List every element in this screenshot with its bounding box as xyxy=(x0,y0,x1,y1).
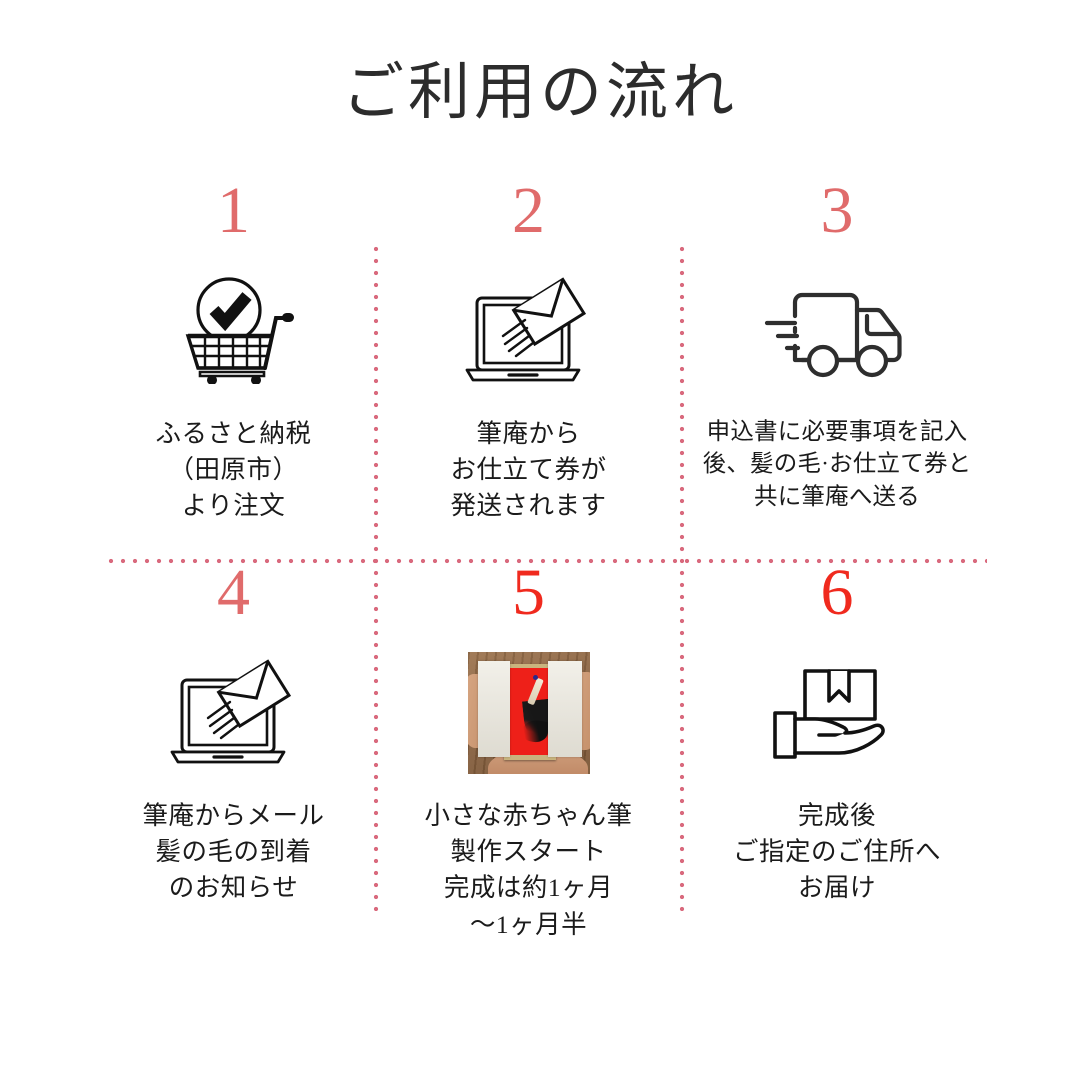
step-caption-3: 申込書に必要事項を記入 後、髪の毛·お仕立て券と 共に筆庵へ送る xyxy=(702,419,972,510)
step-caption-4: 筆庵からメール 髪の毛の到着 のお知らせ xyxy=(142,801,325,903)
step-card-2: 2 筆庵から お仕立て券が 発送されま xyxy=(375,178,682,560)
step-number-6: 6 xyxy=(820,556,854,629)
step-caption-1: ふるさと納税 （田原市） より注文 xyxy=(155,419,312,521)
step-caption-5: 小さな赤ちゃん筆 製作スタート 完成は約1ヶ月 〜1ヶ月半 xyxy=(424,801,633,939)
step-card-1: 1 xyxy=(92,178,375,560)
step-number-5: 5 xyxy=(512,556,545,629)
laptop-envelope-icon xyxy=(168,652,300,773)
step-card-6: 6 完成後 ご指定のご住所へ お届け xyxy=(682,560,992,950)
step-number-2: 2 xyxy=(512,174,545,247)
hand-package-icon xyxy=(769,655,905,770)
step-icon-2 xyxy=(463,264,595,396)
step-icon-4 xyxy=(168,646,300,778)
step-icon-6 xyxy=(769,646,905,778)
steps-grid: 1 xyxy=(92,178,992,988)
baby-brush-photo xyxy=(467,652,590,774)
step-icon-5 xyxy=(467,648,590,778)
step-card-5: 5 xyxy=(375,560,682,950)
step-caption-6: 完成後 ご指定のご住所へ お届け xyxy=(732,801,941,903)
step-caption-2: 筆庵から お仕立て券が 発送されます xyxy=(450,419,607,521)
step-number-3: 3 xyxy=(820,174,854,247)
laptop-envelope-icon xyxy=(463,270,595,391)
page-title: ご利用の流れ xyxy=(341,59,738,127)
vertical-dotted-divider-right xyxy=(679,243,685,911)
step-card-3: 3 申込書に必要事項を記入 後、髪の毛·お仕立て券と 共に筆庵へ送る xyxy=(682,178,992,560)
step-card-4: 4 筆庵からメール 髪の毛の到着 のお xyxy=(92,560,375,950)
vertical-dotted-divider-left xyxy=(373,243,379,911)
horizontal-dotted-divider xyxy=(105,558,987,564)
shopping-cart-check-icon xyxy=(172,272,296,389)
step-number-1: 1 xyxy=(217,174,250,247)
delivery-truck-icon xyxy=(764,276,910,385)
step-icon-3 xyxy=(764,264,910,396)
step-icon-1 xyxy=(172,264,296,396)
step-number-4: 4 xyxy=(217,556,250,629)
